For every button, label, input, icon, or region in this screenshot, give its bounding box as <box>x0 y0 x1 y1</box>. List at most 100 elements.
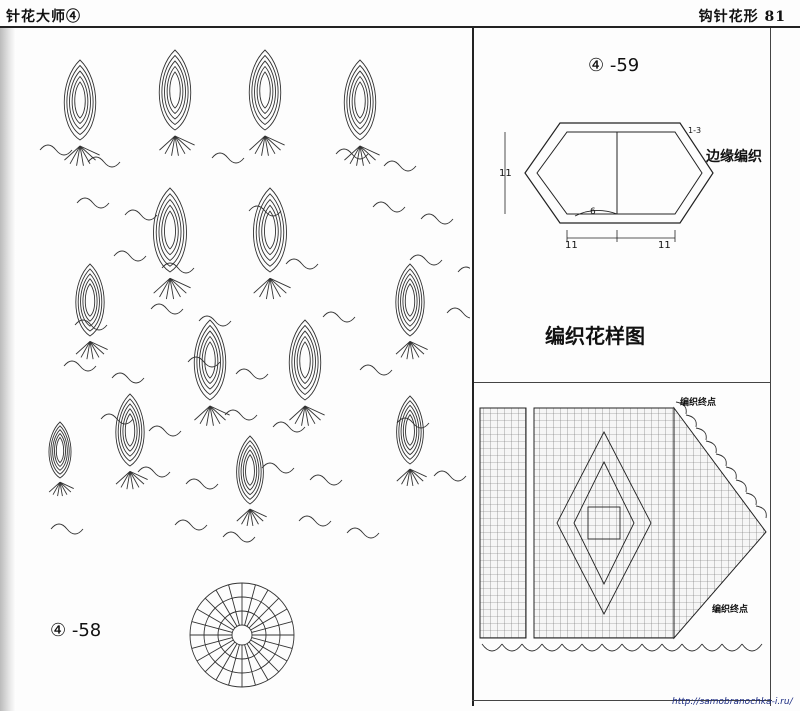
scallop <box>501 643 523 652</box>
chain-stitch <box>198 315 232 327</box>
scallop <box>621 643 643 652</box>
medallion-spoke <box>204 597 236 629</box>
scallop <box>755 505 767 519</box>
watermark-url: http://samobranochka-i.ru/ <box>672 697 793 707</box>
chain-stitch <box>222 531 256 543</box>
chain-stitch <box>285 258 319 270</box>
dim-left: 11 <box>499 168 512 179</box>
pineapple-motif <box>158 49 195 156</box>
scallop <box>745 492 757 506</box>
chain-stitch <box>446 307 470 319</box>
chain-stitch <box>372 201 406 213</box>
section-divider <box>474 382 770 383</box>
scallop <box>561 643 583 652</box>
scallop <box>541 643 563 652</box>
medallion-spoke <box>191 621 233 633</box>
chain-stitch <box>359 364 393 376</box>
scallop <box>695 427 707 441</box>
chain-stitch <box>409 254 443 266</box>
scallop <box>641 643 663 652</box>
chain-stitch <box>148 425 182 437</box>
medallion-spoke <box>250 639 288 662</box>
pineapple-motif <box>193 319 230 426</box>
medallion-spoke <box>228 644 240 686</box>
scallop <box>705 440 717 454</box>
medallion-spoke <box>248 597 280 629</box>
header-chapter-title: 钩针花形 81 <box>699 6 786 26</box>
chain-stitch <box>235 368 269 380</box>
pineapple-motif <box>396 395 427 486</box>
chain-stitch <box>224 409 258 421</box>
pineapple-motif <box>343 59 380 166</box>
scallop <box>481 643 503 652</box>
medallion-spoke <box>204 641 236 673</box>
chain-stitch <box>137 466 171 478</box>
scallop <box>721 643 743 652</box>
pineapple-motif <box>115 393 148 490</box>
chain-stitch <box>211 152 245 164</box>
medallion-spoke <box>250 608 288 631</box>
scallop <box>735 479 747 493</box>
chain-stitch <box>76 197 110 209</box>
page-number: 81 <box>764 9 786 25</box>
dim-bottom-right: 11 <box>658 240 671 251</box>
medallion-spoke <box>244 584 256 626</box>
scallop <box>661 643 683 652</box>
chain-stitch <box>298 515 332 527</box>
figure-59-label: ④ -59 <box>588 55 640 76</box>
figure-58-label: ④ -58 <box>50 620 102 641</box>
medallion-spoke <box>248 641 280 673</box>
pineapple-motif <box>75 263 108 360</box>
pineapple-motif <box>48 421 74 497</box>
medallion-spoke <box>215 643 238 681</box>
chain-stitch <box>383 160 417 172</box>
pineapple-motif <box>248 49 285 156</box>
chain-stitch <box>335 148 369 160</box>
chain-stitch <box>248 205 282 217</box>
chain-stitch <box>124 209 158 221</box>
chain-stitch <box>433 470 467 482</box>
medallion-spoke <box>228 584 240 626</box>
header-book-title: 针花大师④ <box>6 9 81 25</box>
chain-stitch <box>150 303 184 315</box>
medallion-spoke <box>196 639 234 662</box>
chain-stitch <box>457 266 470 273</box>
chain-stitch <box>87 156 121 168</box>
chain-stitch <box>111 372 145 384</box>
chain-stitch <box>322 311 356 323</box>
medallion-spoke <box>251 637 293 649</box>
pineapple-motif <box>153 187 191 300</box>
chain-stitch <box>187 356 221 368</box>
header-rule <box>0 26 800 28</box>
scallop <box>715 453 727 467</box>
chain-stitch <box>63 360 97 372</box>
end-point-top: 编织终点 <box>680 398 717 408</box>
chain-stitch <box>113 250 147 262</box>
column-divider <box>472 28 474 706</box>
pattern-chart-title: 编织花样图 <box>545 324 645 348</box>
scallop <box>581 643 603 652</box>
chain-stitch <box>272 421 306 433</box>
scallop <box>601 643 623 652</box>
center-medallion <box>189 582 295 688</box>
medallion-spoke <box>196 608 234 631</box>
medallion-spoke <box>244 644 256 686</box>
pineapple-motif <box>253 187 291 300</box>
chain-stitch <box>346 527 380 539</box>
medallion-spoke <box>191 637 233 649</box>
bottom-border <box>472 700 772 701</box>
book-spine <box>0 28 16 711</box>
edge-knitting-label: 边缘编织 <box>706 149 762 165</box>
scallop <box>685 414 697 428</box>
scallop <box>725 466 737 480</box>
medallion-spoke <box>246 589 269 627</box>
pineapple-motif <box>236 435 267 526</box>
filet-pattern-chart <box>479 401 767 652</box>
pineapple-motif <box>395 263 428 360</box>
chain-stitch <box>309 474 343 486</box>
chain-stitch <box>174 519 208 531</box>
medallion-spoke <box>251 621 293 633</box>
medallion-spoke <box>246 643 269 681</box>
chain-stitch <box>420 213 454 225</box>
end-point-bottom: 编织终点 <box>712 605 749 615</box>
